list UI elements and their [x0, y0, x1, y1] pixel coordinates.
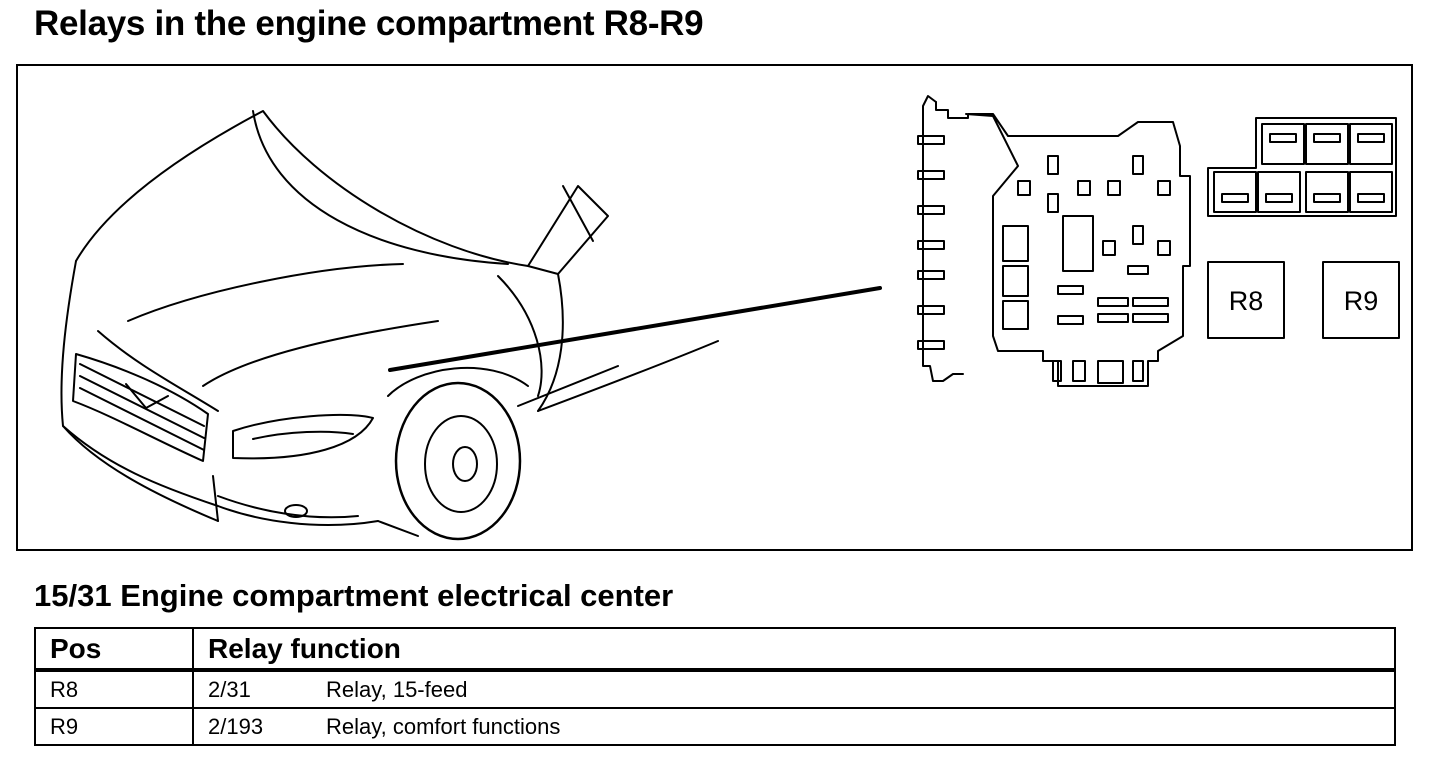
cell-relay-function: 2/31 Relay, 15-feed	[192, 669, 1396, 709]
table-row: R8 2/31 Relay, 15-feed	[34, 669, 1396, 709]
electrical-center-outline	[917, 95, 1191, 387]
header-relay-function: Relay function	[192, 627, 1396, 672]
table-header-row: Pos Relay function	[34, 627, 1396, 672]
cell-function: Relay, comfort functions	[326, 713, 561, 739]
relay-r8: R8	[1207, 261, 1285, 339]
section-title: 15/31 Engine compartment electrical cent…	[34, 578, 674, 613]
diagram-canvas: R8 R9	[60, 95, 1400, 541]
cell-ref: 2/193	[208, 713, 264, 739]
relay-grid	[1207, 117, 1397, 217]
relay-table: Pos Relay function R8 2/31 Relay, 15-feed…	[34, 627, 1396, 746]
car-illustration	[60, 110, 719, 541]
relay-r9: R9	[1322, 261, 1400, 339]
pointer-line	[388, 286, 882, 372]
cell-ref: 2/31	[208, 676, 251, 702]
header-pos: Pos	[34, 627, 194, 672]
cell-relay-function: 2/193 Relay, comfort functions	[192, 707, 1396, 746]
table-row: R9 2/193 Relay, comfort functions	[34, 707, 1396, 746]
cell-pos: R9	[34, 707, 194, 746]
page-title: Relays in the engine compartment R8-R9	[34, 4, 704, 43]
cell-function: Relay, 15-feed	[326, 676, 468, 702]
cell-pos: R8	[34, 669, 194, 709]
relay-r8-label: R8	[1229, 286, 1264, 316]
diagram-frame: R8 R9	[16, 64, 1413, 551]
relay-r9-label: R9	[1344, 286, 1379, 316]
